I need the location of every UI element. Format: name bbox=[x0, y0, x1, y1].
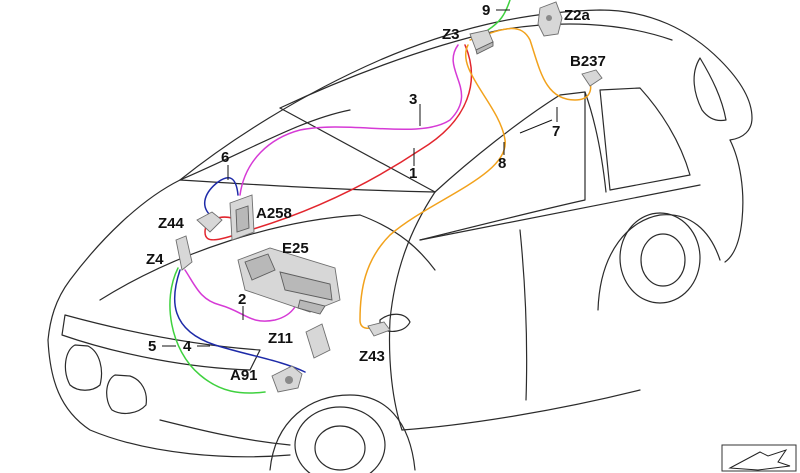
label-z4: Z4 bbox=[146, 251, 164, 268]
wire-9 bbox=[487, 0, 511, 31]
label-z11: Z11 bbox=[268, 330, 293, 347]
car-side-window-rear bbox=[599, 87, 691, 191]
car-front-wheel bbox=[294, 406, 386, 473]
label-8: 8 bbox=[498, 155, 506, 172]
label-z3: Z3 bbox=[442, 26, 460, 43]
car-belt-line bbox=[419, 184, 701, 241]
car-sill bbox=[401, 389, 641, 431]
labels: 9 Z2a Z3 B237 3 7 1 8 6 Z44 A258 E25 Z4 … bbox=[146, 2, 606, 384]
component-e25 bbox=[237, 247, 341, 315]
car-bumper-lower bbox=[159, 419, 291, 446]
label-a258: A258 bbox=[256, 205, 292, 222]
label-7: 7 bbox=[552, 123, 560, 140]
label-6: 6 bbox=[221, 149, 229, 166]
car-rear-window bbox=[693, 57, 727, 122]
label-3: 3 bbox=[409, 91, 417, 108]
label-2: 2 bbox=[238, 291, 246, 308]
component-z44 bbox=[196, 211, 223, 233]
component-z3 bbox=[469, 29, 494, 55]
label-z43: Z43 bbox=[359, 348, 385, 365]
car-side-window-front bbox=[419, 91, 586, 241]
car-grille-right bbox=[106, 374, 147, 415]
wire-7 bbox=[469, 27, 592, 101]
label-9: 9 bbox=[482, 2, 490, 19]
car-rear-hub bbox=[640, 233, 686, 287]
wires bbox=[169, 0, 592, 394]
label-e25: E25 bbox=[282, 240, 309, 257]
car-door-line bbox=[519, 229, 528, 401]
arrow-icon bbox=[728, 449, 791, 471]
wire-3 bbox=[239, 44, 463, 196]
car-rear-body bbox=[724, 139, 744, 263]
label-5: 5 bbox=[148, 338, 156, 355]
car-headlight bbox=[61, 314, 261, 371]
car-front-hub bbox=[314, 425, 366, 471]
wire-6 bbox=[203, 177, 239, 216]
label-b237: B237 bbox=[570, 53, 606, 70]
label-4: 4 bbox=[183, 338, 192, 355]
car-rear-wheel bbox=[619, 212, 701, 304]
car-roof-line bbox=[179, 9, 721, 181]
component-z2a bbox=[537, 1, 563, 37]
label-1: 1 bbox=[409, 165, 417, 182]
component-z4 bbox=[175, 235, 193, 271]
label-z2a: Z2a bbox=[564, 7, 591, 24]
car-windshield-c bbox=[179, 179, 436, 193]
wire-5 bbox=[169, 267, 266, 394]
wire-8 bbox=[359, 44, 506, 330]
component-a91 bbox=[271, 365, 303, 393]
wire-4 bbox=[173, 269, 306, 373]
car-front-arch bbox=[269, 394, 416, 471]
label-z44: Z44 bbox=[158, 215, 185, 232]
component-z43 bbox=[367, 321, 391, 337]
component-z11 bbox=[305, 323, 331, 359]
wire-1 bbox=[204, 44, 473, 241]
car-hood-front bbox=[47, 179, 181, 341]
car-a-pillar bbox=[388, 191, 436, 431]
symbol-box bbox=[721, 444, 797, 472]
component-a258 bbox=[229, 194, 255, 241]
car-fender bbox=[359, 214, 436, 271]
wire-2 bbox=[184, 269, 301, 322]
car-rear-arch bbox=[597, 214, 721, 311]
component-b237 bbox=[581, 69, 603, 87]
car-windshield-a bbox=[179, 109, 351, 181]
car-hood-crease bbox=[99, 214, 361, 301]
label-a91: A91 bbox=[230, 367, 258, 384]
leader-lines bbox=[162, 9, 558, 347]
leader-7b bbox=[519, 119, 553, 134]
car-front-fascia bbox=[47, 339, 291, 458]
car-windshield-b bbox=[279, 107, 436, 193]
car-rear-top bbox=[719, 59, 753, 141]
car-pillar bbox=[584, 91, 607, 193]
car-grille-left bbox=[64, 344, 103, 391]
components bbox=[175, 1, 603, 393]
car-outline bbox=[47, 9, 753, 473]
